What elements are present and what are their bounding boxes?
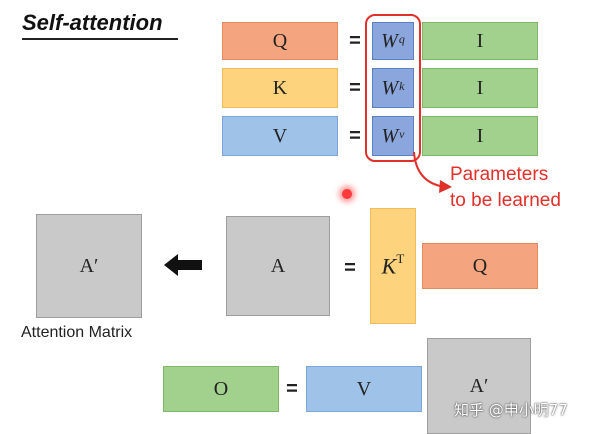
parameters-note-line2: to be learned [450,190,561,211]
v-matrix: V [222,116,338,156]
input-matrix-v: I [422,116,538,156]
equals-sign-k: = [349,76,361,99]
equals-sign-v: = [349,124,361,147]
kt-symbol: KT [381,251,405,279]
attention-matrix-caption: Attention Matrix [21,324,133,341]
wk-superscript: k [399,78,405,93]
left-arrow-icon [164,254,202,276]
q-matrix-attention: Q [422,243,538,289]
wv-superscript: v [399,126,405,141]
wv-symbol: W [381,124,399,147]
slide-title: Self-attention [22,10,163,35]
equals-sign-a: = [344,256,356,279]
a-matrix: A [226,216,330,316]
highlight-arrow-icon [413,151,452,193]
equals-sign-o: = [286,377,298,400]
v-matrix-output: V [306,366,422,412]
k-matrix: K [222,68,338,108]
a-prime-matrix: A′ [36,214,142,318]
laser-pointer-dot-icon [342,189,352,199]
parameters-highlight-frame [365,14,421,162]
wq-symbol: W [381,29,398,52]
k-transpose-matrix: KT [370,208,416,324]
title-underline [22,38,178,40]
parameters-note-line1: Parameters [450,164,549,185]
wq-superscript: q [398,31,405,46]
input-matrix-q: I [422,22,538,60]
q-matrix: Q [222,22,338,60]
kt-superscript: T [396,251,405,266]
o-matrix: O [163,366,279,412]
a-prime-matrix-output: A′ [427,338,531,434]
wk-symbol: W [381,76,399,99]
kt-base: K [381,253,397,279]
parameters-note: Parameters to be learned [450,162,561,214]
input-matrix-k: I [422,68,538,108]
equals-sign-q: = [349,29,361,52]
watermark: 知乎 @申小明77 [454,401,568,419]
